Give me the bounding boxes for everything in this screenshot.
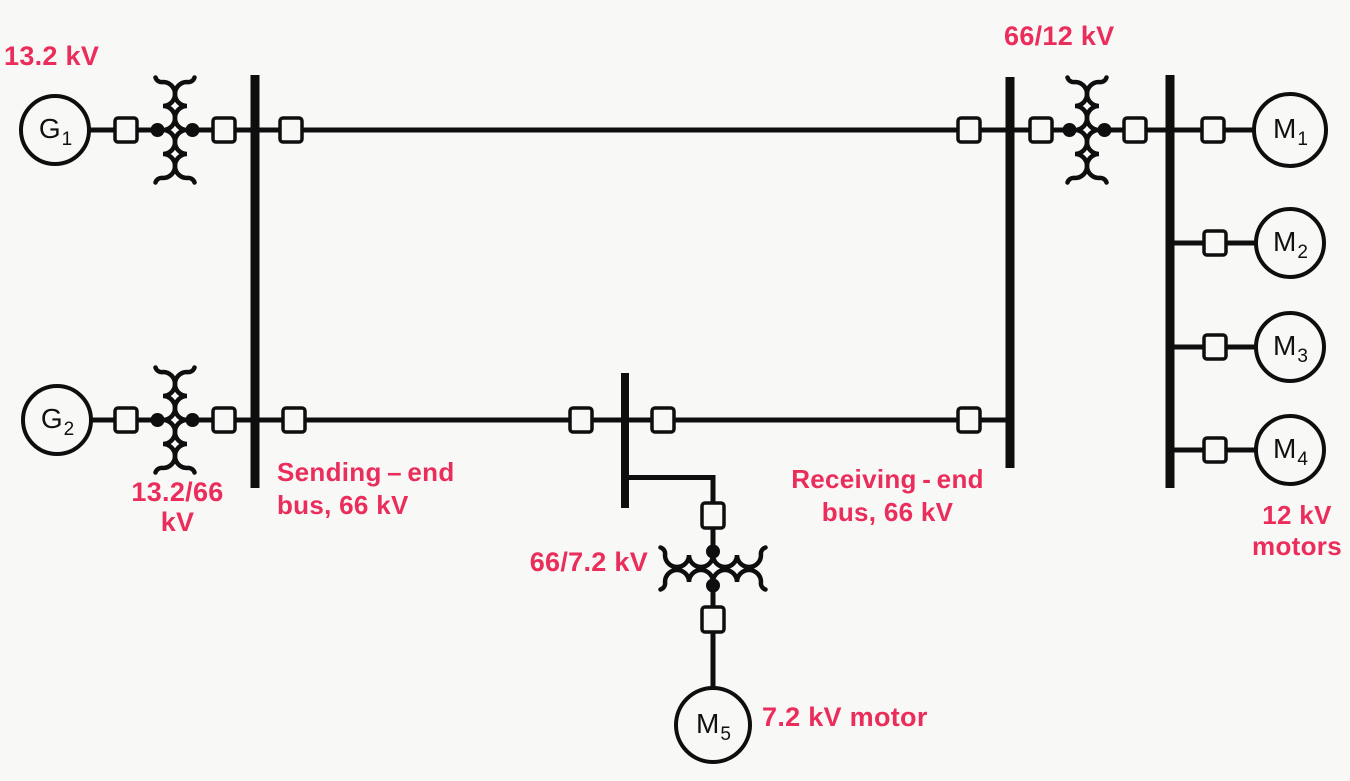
transformer-t4-66-7.2kv bbox=[658, 544, 768, 593]
breaker-icon bbox=[1202, 333, 1228, 361]
breaker-icon bbox=[1122, 116, 1148, 144]
breaker-icon bbox=[1200, 116, 1226, 144]
annotation-line: bus, 66 kV bbox=[277, 490, 409, 520]
annotation-sending-bus: Sending – end bus, 66 kV bbox=[277, 456, 455, 522]
machine-subscript: 3 bbox=[1297, 345, 1308, 367]
breaker-icon bbox=[1028, 116, 1054, 144]
breaker-icon bbox=[700, 501, 726, 530]
motor-5-label: M5 bbox=[696, 707, 731, 744]
machine-subscript: 2 bbox=[1297, 241, 1308, 263]
generator-2-symbol bbox=[21, 384, 93, 456]
generator-1-symbol bbox=[19, 94, 91, 166]
annotation-line: bus, 66 kV bbox=[821, 497, 954, 527]
machine-letter: M bbox=[1273, 432, 1297, 464]
breaker-icon bbox=[700, 605, 726, 634]
motor-3-symbol bbox=[1254, 311, 1326, 383]
machine-letter: M bbox=[1273, 112, 1297, 144]
annotation-12kv-motors: 12 kV motors bbox=[1244, 500, 1350, 562]
motor-2-symbol bbox=[1254, 207, 1326, 279]
breaker-icon bbox=[278, 116, 304, 144]
transformer-t3-66-12kv bbox=[1062, 75, 1112, 185]
winding-junction-dot bbox=[150, 123, 165, 137]
breaker-icon bbox=[113, 116, 139, 144]
sending-end-bus bbox=[250, 75, 260, 488]
generator-1-label: G1 bbox=[38, 112, 72, 149]
winding-junction-dot bbox=[706, 544, 720, 559]
breaker-icon bbox=[1202, 436, 1228, 464]
machine-subscript: 1 bbox=[61, 128, 73, 150]
motor-1-symbol bbox=[1252, 92, 1328, 168]
machine-letter: M bbox=[1273, 329, 1297, 361]
tap-bus bbox=[621, 373, 629, 508]
winding-junction-dot bbox=[150, 413, 165, 427]
winding-junction-dot bbox=[185, 413, 200, 427]
machine-letter: G bbox=[38, 112, 61, 144]
motor-1-label: M1 bbox=[1273, 112, 1308, 149]
annotation-line: Receiving - end bbox=[791, 464, 984, 494]
breaker-icon bbox=[956, 406, 982, 434]
annotation-line: Sending – end bbox=[277, 457, 455, 487]
generator-2-label: G2 bbox=[40, 402, 74, 439]
breaker-icon bbox=[281, 406, 307, 434]
motor-4-label: M4 bbox=[1273, 432, 1308, 469]
breaker-icon bbox=[650, 406, 676, 434]
machine-subscript: 5 bbox=[720, 723, 731, 745]
annotation-line: 13.2/66 bbox=[131, 477, 224, 507]
breaker-icon bbox=[1202, 229, 1228, 257]
annotation-g2-transformer-ratio: 13.2/66 kV bbox=[105, 477, 250, 537]
receiving-end-bus bbox=[1005, 77, 1015, 468]
machine-subscript: 4 bbox=[1297, 448, 1308, 470]
transformer-t2-13.2-66kv bbox=[150, 365, 200, 475]
motor-5-symbol bbox=[674, 686, 752, 764]
breaker-icon bbox=[956, 116, 982, 144]
machine-letter: M bbox=[1273, 225, 1297, 257]
winding-junction-dot bbox=[1097, 123, 1112, 137]
breaker-icon bbox=[211, 116, 237, 144]
circuit-breakers bbox=[113, 116, 1228, 634]
annotation-m5-motor: 7.2 kV motor bbox=[762, 702, 928, 732]
motor-4-symbol bbox=[1254, 414, 1326, 486]
machine-letter: G bbox=[40, 402, 63, 434]
winding-junction-dot bbox=[706, 578, 720, 593]
breaker-icon bbox=[568, 406, 594, 434]
annotation-tap-transformer-ratio: 66/7.2 kV bbox=[529, 547, 648, 577]
12kv-motor-bus bbox=[1165, 75, 1175, 488]
winding-junction-dot bbox=[1062, 123, 1077, 137]
motor-2-label: M2 bbox=[1273, 225, 1308, 262]
annotation-receiving-bus: Receiving - end bus, 66 kV bbox=[770, 463, 1005, 529]
motor-3-label: M3 bbox=[1273, 329, 1308, 366]
winding-junction-dot bbox=[185, 123, 200, 137]
annotation-line: kV bbox=[160, 507, 195, 537]
transformer-t1-13.2-66kv bbox=[150, 75, 200, 185]
annotation-receiving-transformer-ratio: 66/12 kV bbox=[1004, 21, 1115, 51]
annotation-line: motors bbox=[1252, 531, 1342, 561]
machine-letter: M bbox=[696, 707, 720, 739]
breaker-icon bbox=[113, 406, 139, 434]
annotation-line: 12 kV bbox=[1262, 500, 1332, 530]
annotation-g1-voltage: 13.2 kV bbox=[4, 41, 100, 71]
breaker-icon bbox=[211, 406, 237, 434]
machine-subscript: 1 bbox=[1297, 128, 1308, 150]
machine-subscript: 2 bbox=[63, 418, 75, 440]
